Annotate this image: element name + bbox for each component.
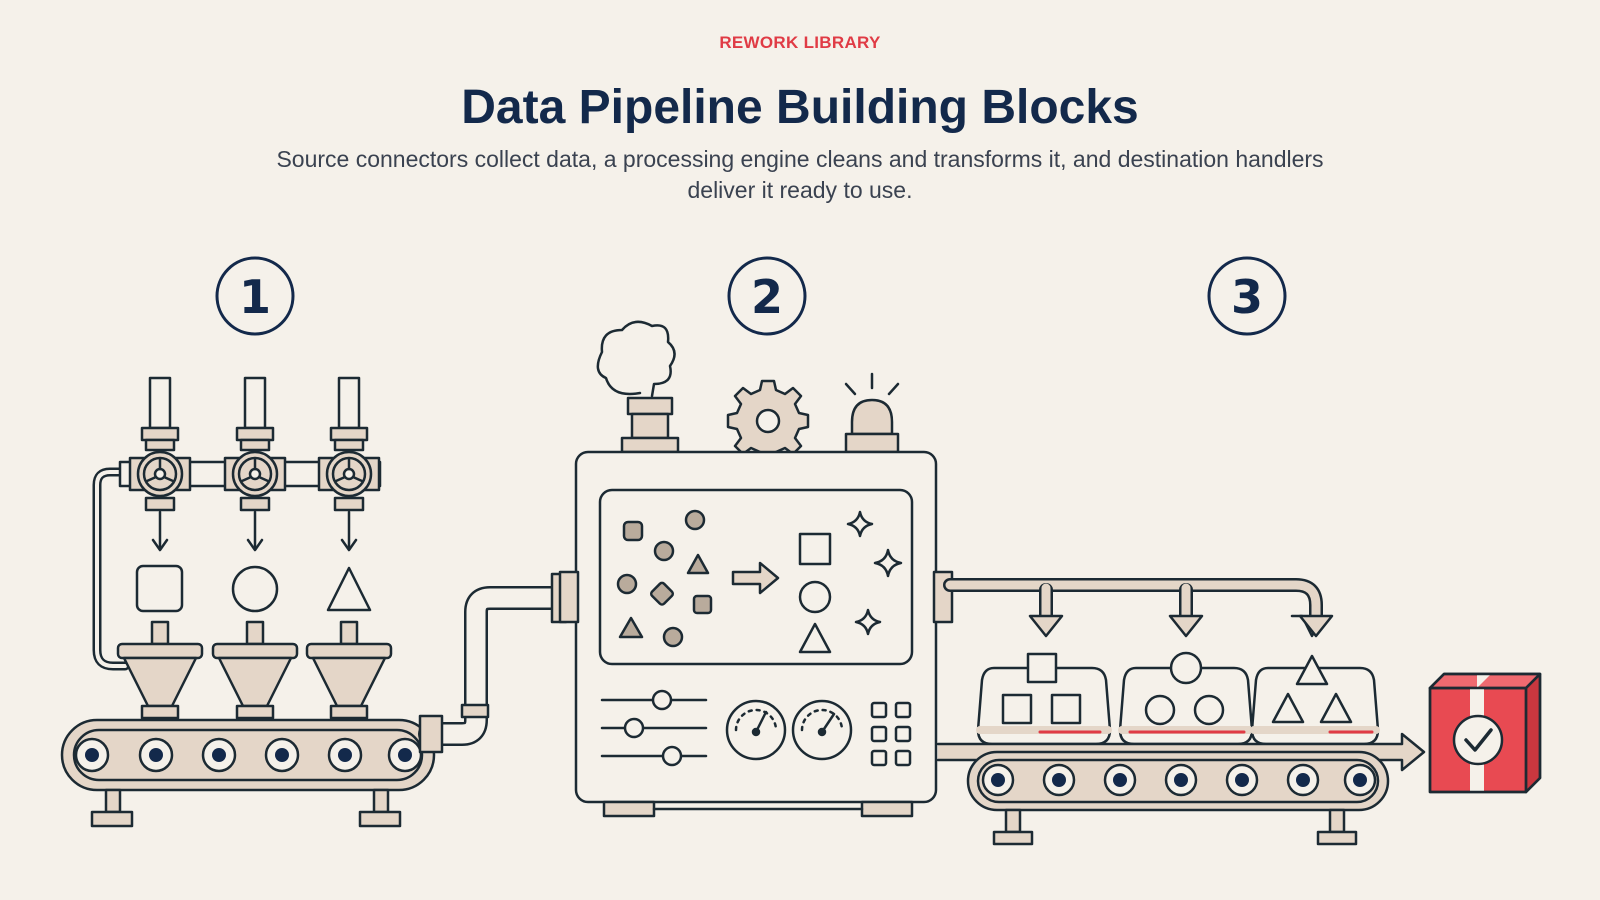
valve-icon bbox=[128, 376, 192, 552]
arrow-icon bbox=[731, 561, 780, 595]
page-subtitle: Source connectors collect data, a proces… bbox=[276, 146, 1324, 203]
funnel-icon bbox=[116, 620, 204, 720]
processing-engine bbox=[558, 320, 954, 818]
circle-shape-icon bbox=[231, 565, 279, 613]
control-buttons bbox=[870, 701, 912, 767]
funnel-icon bbox=[211, 620, 299, 720]
stage-2-badge: 2 bbox=[727, 256, 807, 336]
source-connectors bbox=[60, 376, 436, 828]
checkmark-icon bbox=[1452, 714, 1504, 766]
smoke-icon bbox=[596, 320, 676, 398]
square-bin bbox=[976, 652, 1112, 746]
eyebrow-label: REWORK LIBRARY bbox=[719, 33, 881, 52]
distribution-pipe bbox=[943, 578, 1334, 638]
sparkle-icon bbox=[873, 548, 903, 578]
triangle-shape-icon bbox=[326, 566, 372, 612]
square-shape-icon bbox=[135, 564, 184, 613]
circle-bin bbox=[1118, 651, 1254, 746]
sparkle-icon bbox=[854, 608, 882, 636]
valve-icon bbox=[317, 376, 381, 552]
gauge-icon bbox=[791, 699, 853, 761]
gauge-icon bbox=[725, 699, 787, 761]
page-title: Data Pipeline Building Blocks bbox=[461, 81, 1139, 134]
funnel-icon bbox=[305, 620, 393, 720]
stage-3-number: 3 bbox=[1231, 270, 1263, 324]
gear-icon bbox=[726, 379, 810, 463]
conveyor-belt-icon bbox=[60, 718, 436, 828]
stage-1-number: 1 bbox=[239, 270, 271, 324]
conveyor-belt-icon bbox=[966, 750, 1390, 846]
stage-2-number: 2 bbox=[751, 270, 783, 324]
delivery-box-icon bbox=[1428, 672, 1542, 794]
alarm-light-icon bbox=[844, 372, 900, 454]
slider-icon bbox=[600, 689, 708, 767]
triangle-bin bbox=[1250, 654, 1380, 746]
stage-1-badge: 1 bbox=[215, 256, 295, 336]
destination-handlers bbox=[936, 578, 1542, 846]
valve-icon bbox=[223, 376, 287, 552]
connector-pipe bbox=[418, 572, 568, 754]
stage-3-badge: 3 bbox=[1207, 256, 1287, 336]
sparkle-icon bbox=[846, 510, 874, 538]
